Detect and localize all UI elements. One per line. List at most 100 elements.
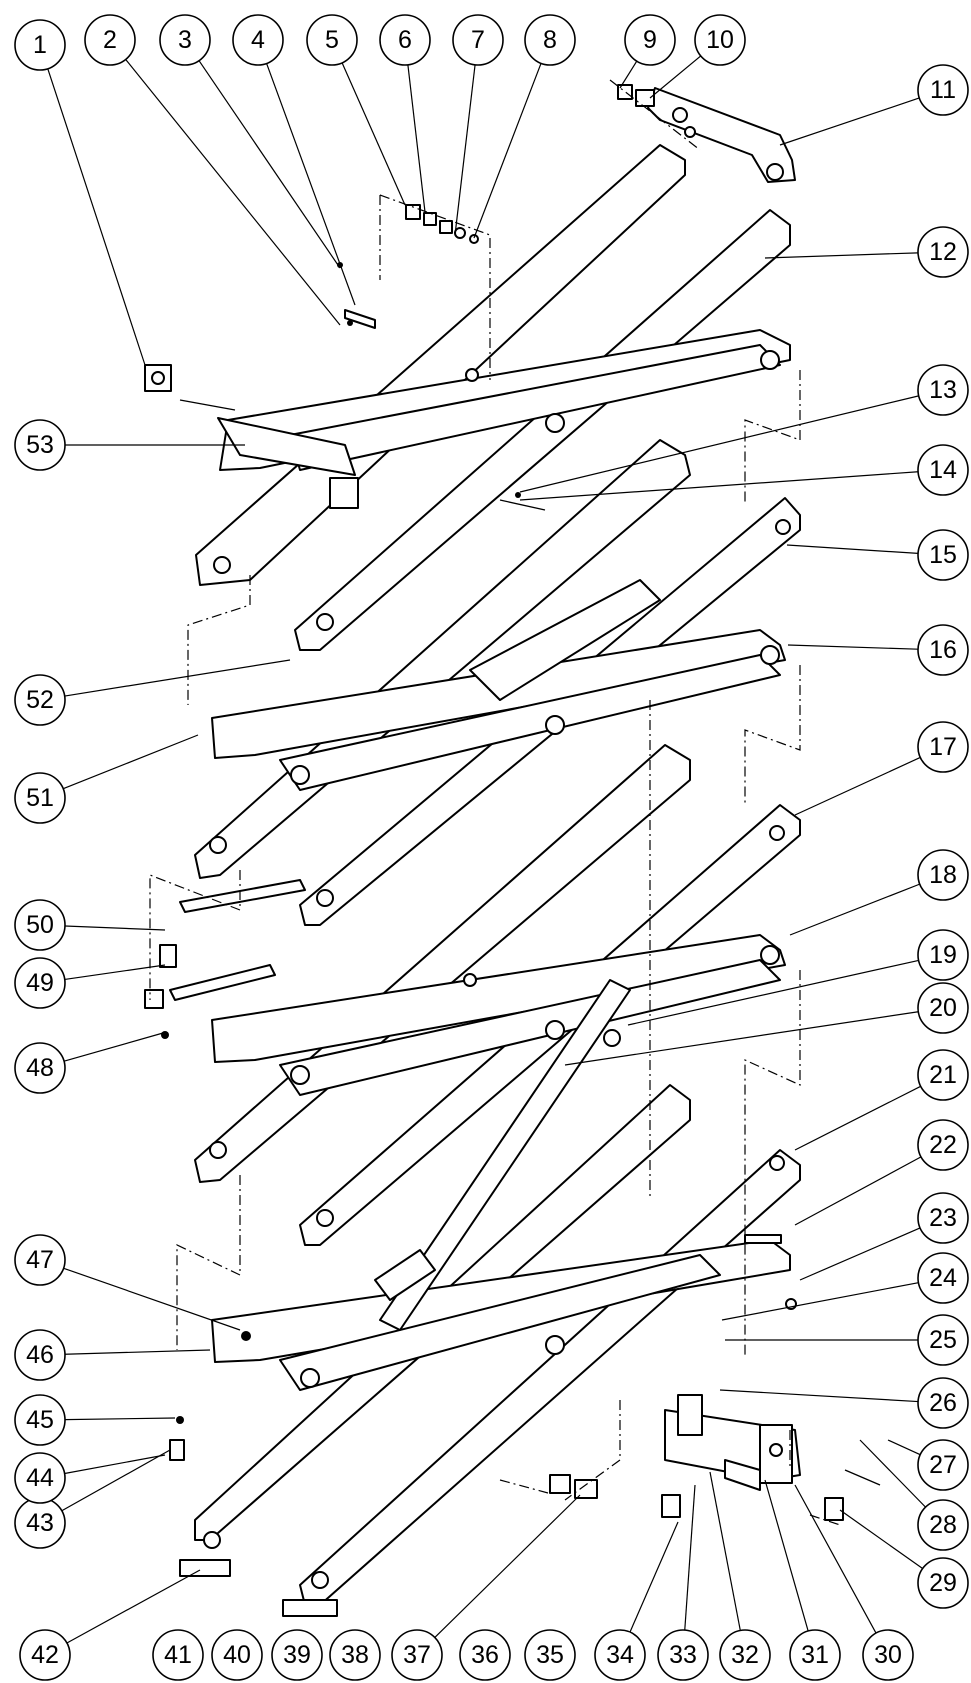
callout-circle (917, 1049, 969, 1101)
callout-45: 45 (14, 1394, 66, 1446)
callout-circle (917, 1557, 969, 1609)
callout-number: 52 (26, 686, 54, 714)
leader-line-17 (794, 756, 921, 816)
callout-44: 44 (14, 1452, 66, 1504)
leader-line-50 (64, 925, 166, 931)
callout-number: 48 (26, 1054, 54, 1082)
leader-line-8 (473, 63, 542, 239)
callout-47: 47 (14, 1234, 66, 1286)
callout-35: 35 (524, 1629, 576, 1681)
callout-circle (159, 14, 211, 66)
callout-number: 39 (283, 1641, 311, 1669)
callout-circle (524, 1629, 576, 1681)
leader-line-18 (789, 883, 920, 936)
callout-circle (14, 1452, 66, 1504)
leader-line-47 (63, 1267, 241, 1331)
callout-51: 51 (14, 772, 66, 824)
callout-23: 23 (917, 1192, 969, 1244)
callout-50: 50 (14, 899, 66, 951)
left-small-parts (144, 879, 306, 1461)
callout-circle (459, 1629, 511, 1681)
callout-17: 17 (917, 721, 969, 773)
callout-circle (917, 721, 969, 773)
callout-number: 13 (929, 376, 957, 404)
callout-circle (329, 1629, 381, 1681)
callout-number: 27 (929, 1451, 957, 1479)
lower-bracket-assembly (549, 1234, 881, 1521)
leader-line-52 (64, 659, 291, 697)
callout-number: 35 (536, 1641, 564, 1669)
callout-16: 16 (917, 624, 969, 676)
leader-line-27 (887, 1439, 921, 1456)
arm-tier-1 (144, 144, 791, 651)
callout-number: 5 (325, 26, 339, 54)
callout-number: 26 (929, 1389, 957, 1417)
callout-26: 26 (917, 1377, 969, 1429)
callout-circle (917, 444, 969, 496)
leader-line-28 (859, 1439, 926, 1508)
callout-8: 8 (524, 14, 576, 66)
callout-circle (306, 14, 358, 66)
callout-circle (917, 1252, 969, 1304)
leader-line-32 (709, 1471, 741, 1631)
leader-line-7 (454, 64, 476, 236)
leader-line-46 (64, 1349, 211, 1355)
leader-line-43 (61, 1449, 171, 1512)
callout-circle (379, 14, 431, 66)
callout-48: 48 (14, 1042, 66, 1094)
callout-9: 9 (624, 14, 676, 66)
leader-line-24 (721, 1282, 919, 1321)
callout-15: 15 (917, 529, 969, 581)
callout-number: 4 (251, 26, 265, 54)
callout-number: 36 (471, 1641, 499, 1669)
callout-circle (624, 14, 676, 66)
callout-3: 3 (159, 14, 211, 66)
leader-line-16 (787, 644, 919, 650)
callout-number: 37 (403, 1641, 431, 1669)
callout-number: 49 (26, 969, 54, 997)
leader-line-4 (266, 63, 356, 306)
leader-line-51 (62, 734, 199, 790)
callout-31: 31 (789, 1629, 841, 1681)
callout-6: 6 (379, 14, 431, 66)
callout-circle (14, 1329, 66, 1381)
callout-circle (14, 1042, 66, 1094)
scissor-lift-artwork (144, 79, 881, 1617)
callout-number: 53 (26, 431, 54, 459)
callout-number: 8 (543, 26, 557, 54)
callout-number: 30 (874, 1641, 902, 1669)
leader-line-22 (794, 1156, 922, 1226)
callout-33: 33 (657, 1629, 709, 1681)
callout-number: 47 (26, 1246, 54, 1274)
leader-line-33 (684, 1484, 696, 1631)
leader-line-14 (519, 471, 919, 501)
callout-circle (232, 14, 284, 66)
leader-line-37 (434, 1494, 581, 1638)
callout-number: 11 (930, 76, 956, 104)
callout-number: 19 (929, 941, 957, 969)
callout-20: 20 (917, 982, 969, 1034)
callout-number: 17 (929, 733, 957, 761)
callout-circle (917, 624, 969, 676)
callout-25: 25 (917, 1314, 969, 1366)
callout-circle (917, 1192, 969, 1244)
leader-line-11 (779, 97, 920, 146)
callout-number: 25 (929, 1326, 957, 1354)
callout-53: 53 (14, 419, 66, 471)
callout-49: 49 (14, 957, 66, 1009)
leader-line-9 (619, 60, 638, 89)
leader-line-42 (66, 1569, 201, 1644)
callout-circle (917, 1119, 969, 1171)
leader-line-31 (764, 1479, 809, 1632)
arm-tier-4 (179, 979, 801, 1617)
callout-41: 41 (152, 1629, 204, 1681)
callout-30: 30 (862, 1629, 914, 1681)
leader-line-13 (519, 395, 919, 493)
callout-circle (14, 674, 66, 726)
callout-circle (452, 14, 504, 66)
leader-line-20 (564, 1011, 919, 1066)
arm-tier-3 (194, 744, 801, 1246)
callout-43: 43 (14, 1497, 66, 1549)
